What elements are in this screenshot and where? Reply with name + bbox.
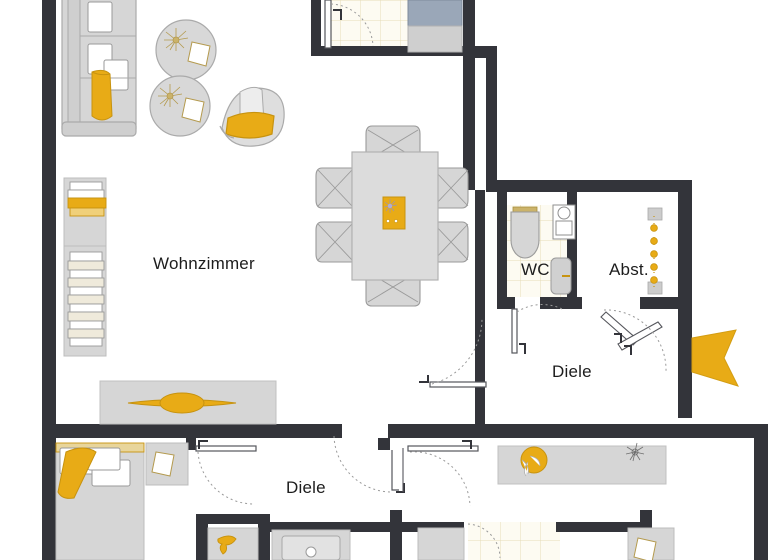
sideboard: [99, 380, 277, 425]
lounge-chair: [219, 86, 285, 147]
room-label-wc: WC: [521, 260, 550, 279]
bedroom-furniture: [55, 442, 189, 560]
bookshelf-upper: [63, 177, 107, 247]
room-label-abst: Abst.: [609, 260, 649, 279]
bottom-rooms: [207, 527, 351, 560]
dining-set: [315, 125, 469, 307]
upper-bathroom: [324, 0, 463, 53]
entrance-arrow-icon: [691, 329, 739, 387]
kitchen-counter: [417, 442, 675, 560]
room-label-diele-east: Diele: [552, 362, 592, 381]
coat-rack: [647, 207, 663, 295]
round-side-tables: [149, 19, 217, 137]
room-label-diele-south: Diele: [286, 478, 326, 497]
room-label-wohnzimmer: Wohnzimmer: [153, 254, 255, 273]
door-swings: [195, 304, 667, 559]
walls: [42, 0, 768, 560]
wc-fixtures: [510, 204, 576, 295]
bookshelf-lower: [63, 245, 107, 357]
sofa: [61, 0, 137, 137]
